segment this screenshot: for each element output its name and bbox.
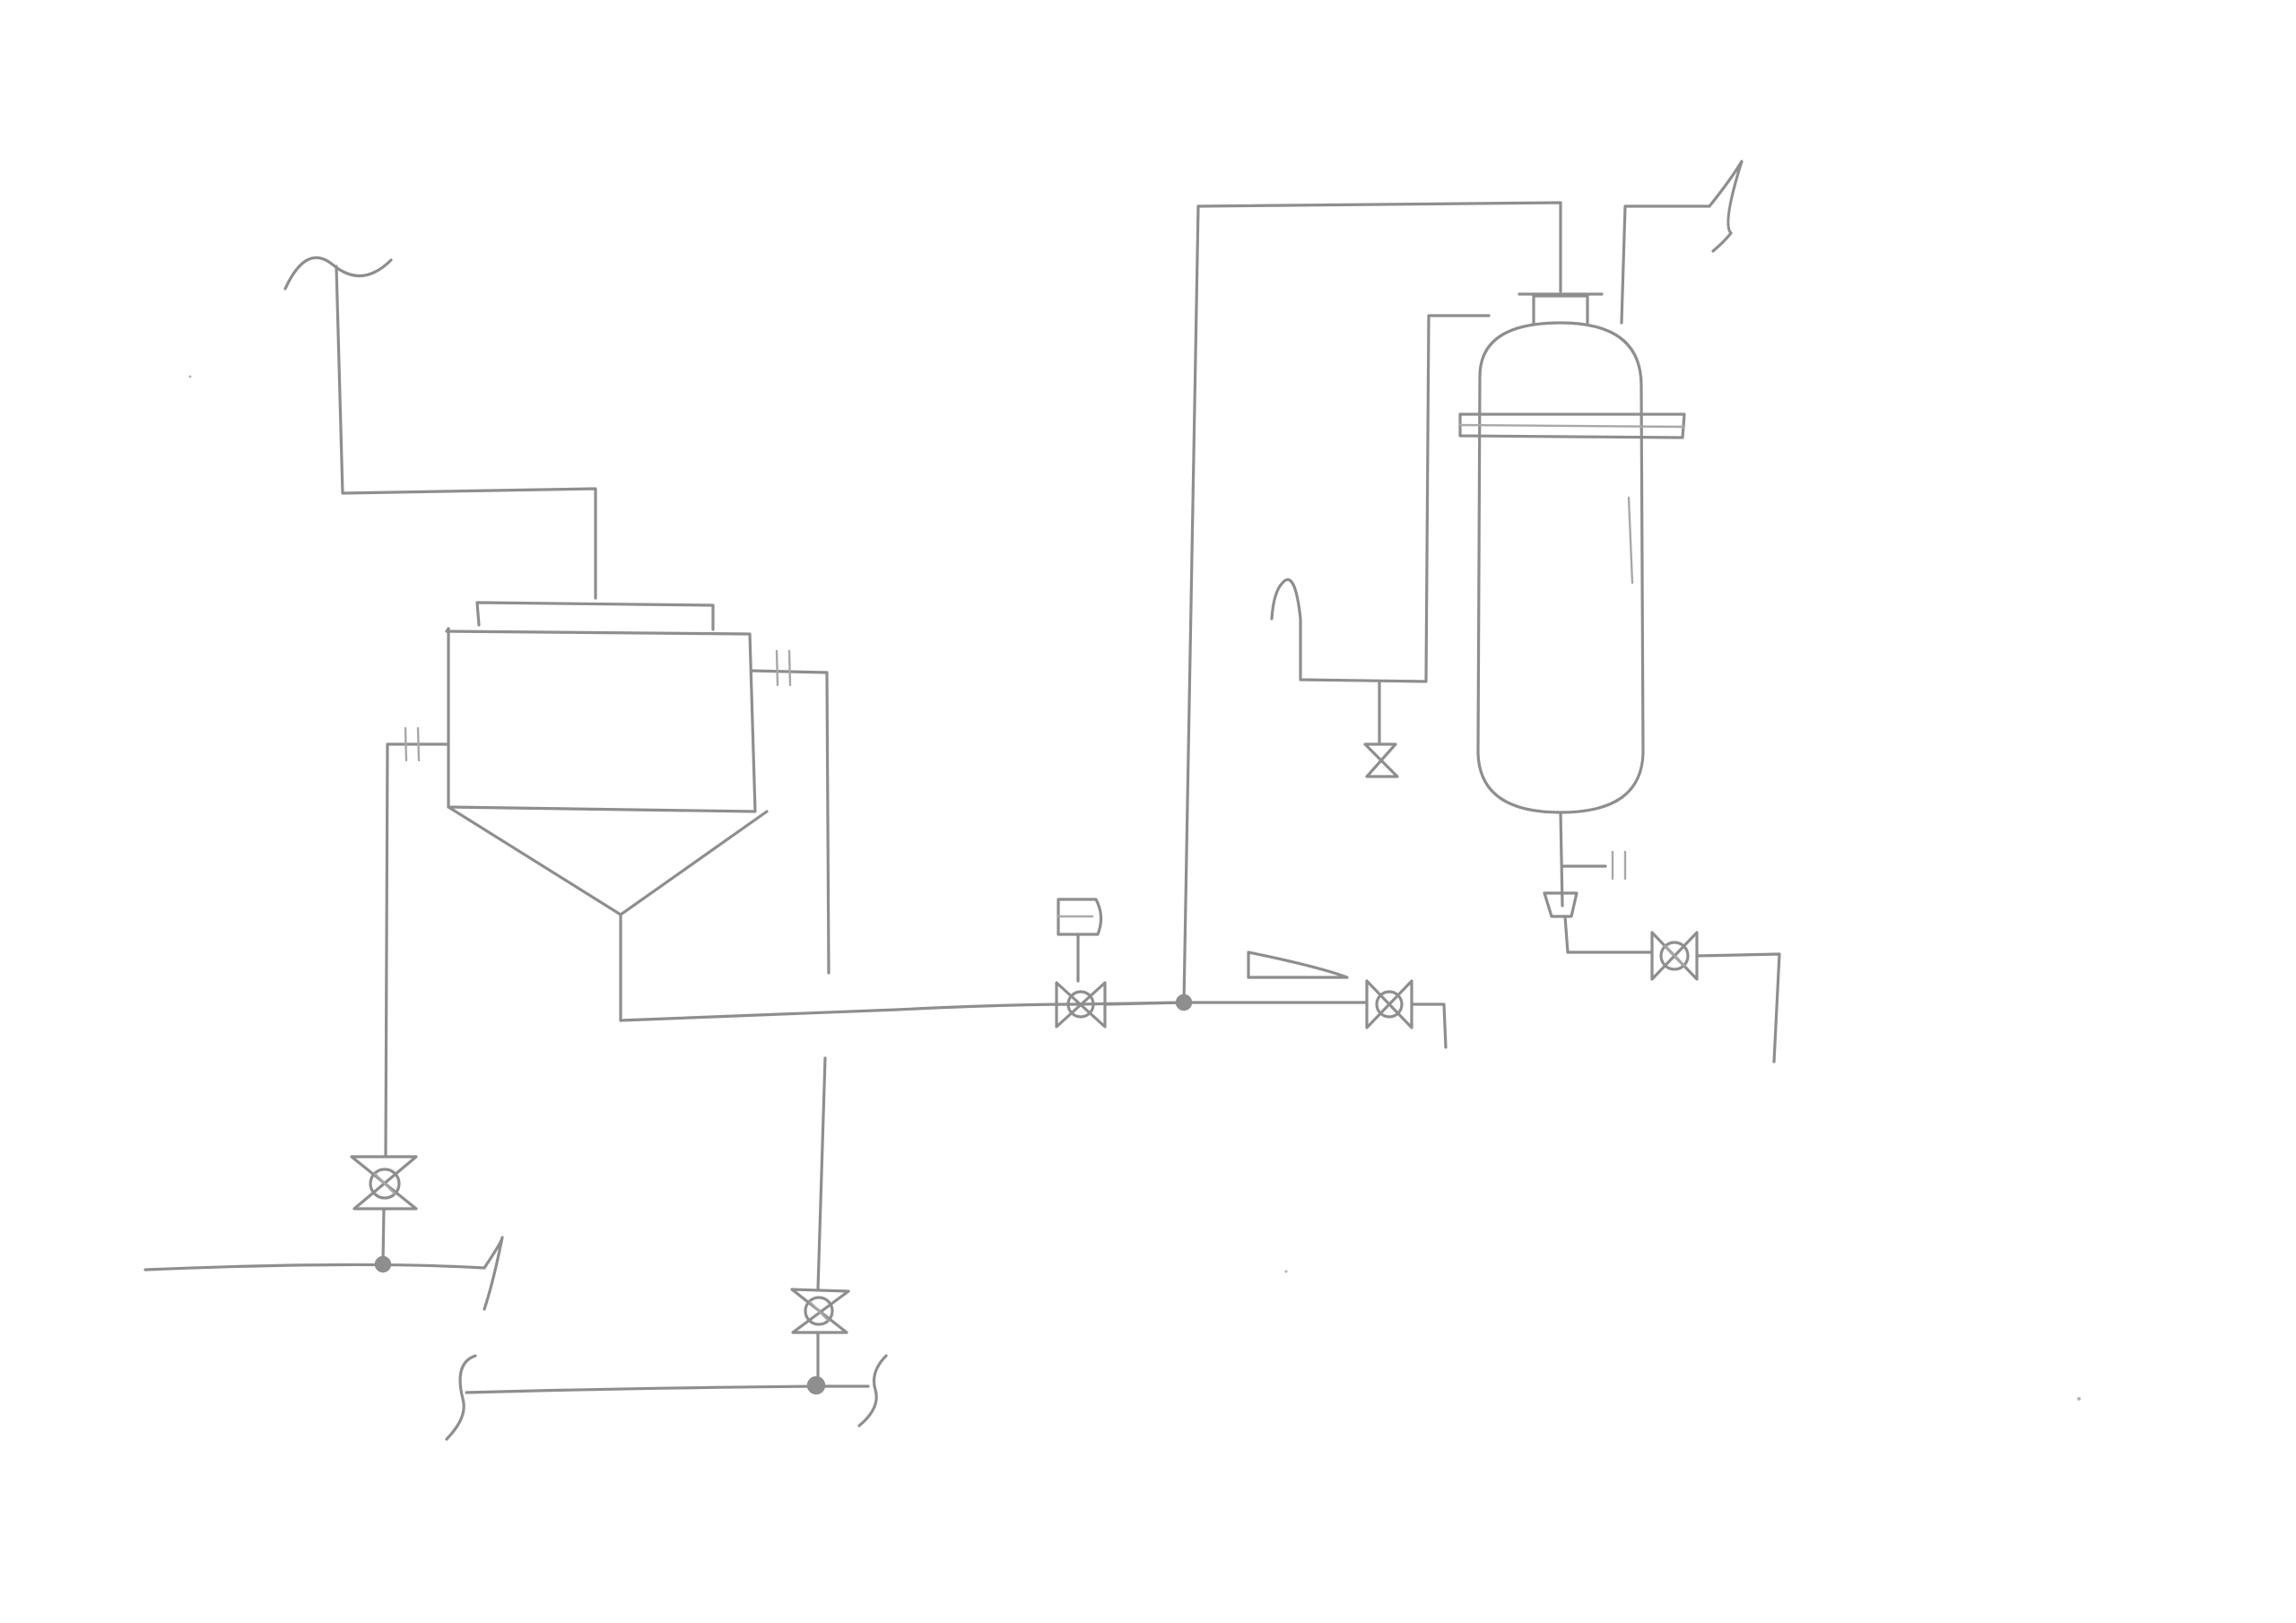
ball-valve-middle-drain: [790, 1288, 850, 1387]
column-top-nozzle: [1518, 292, 1604, 325]
overhead-line: [1182, 201, 1562, 1004]
gate-valve-right-header: [1365, 979, 1448, 1049]
column-body-flange: [1458, 412, 1686, 439]
tank-side-nozzle-right: [750, 649, 831, 975]
vapor-line-right: [1620, 160, 1744, 325]
control-valve-actuator: [1057, 898, 1103, 983]
vent-line-left: [283, 256, 597, 600]
header-pipe-bottom: [445, 1354, 888, 1441]
column-side-line: [1270, 314, 1491, 683]
main-header-right: [1103, 994, 1367, 1011]
gate-valve-middle: [1055, 981, 1107, 1028]
ball-valve-bottom-right: [1650, 931, 1781, 1063]
ball-valve-left-drain: [350, 1155, 418, 1264]
header-pipe-lower-left: [144, 1236, 504, 1311]
column-bottom-outlet: [1559, 811, 1627, 907]
tank-side-nozzle-left: [384, 726, 450, 1159]
distillation-column: [1476, 321, 1645, 814]
check-valve-bottom: [1543, 891, 1654, 954]
tank-outlet-pipe: [619, 1001, 1186, 1022]
ball-valve-side-drain: [1363, 680, 1399, 778]
reducer-symbol: [1247, 950, 1349, 979]
drain-riser-middle: [816, 1056, 827, 1291]
sheet-specks: [188, 375, 2081, 1401]
hopper-tank: [445, 601, 769, 1022]
